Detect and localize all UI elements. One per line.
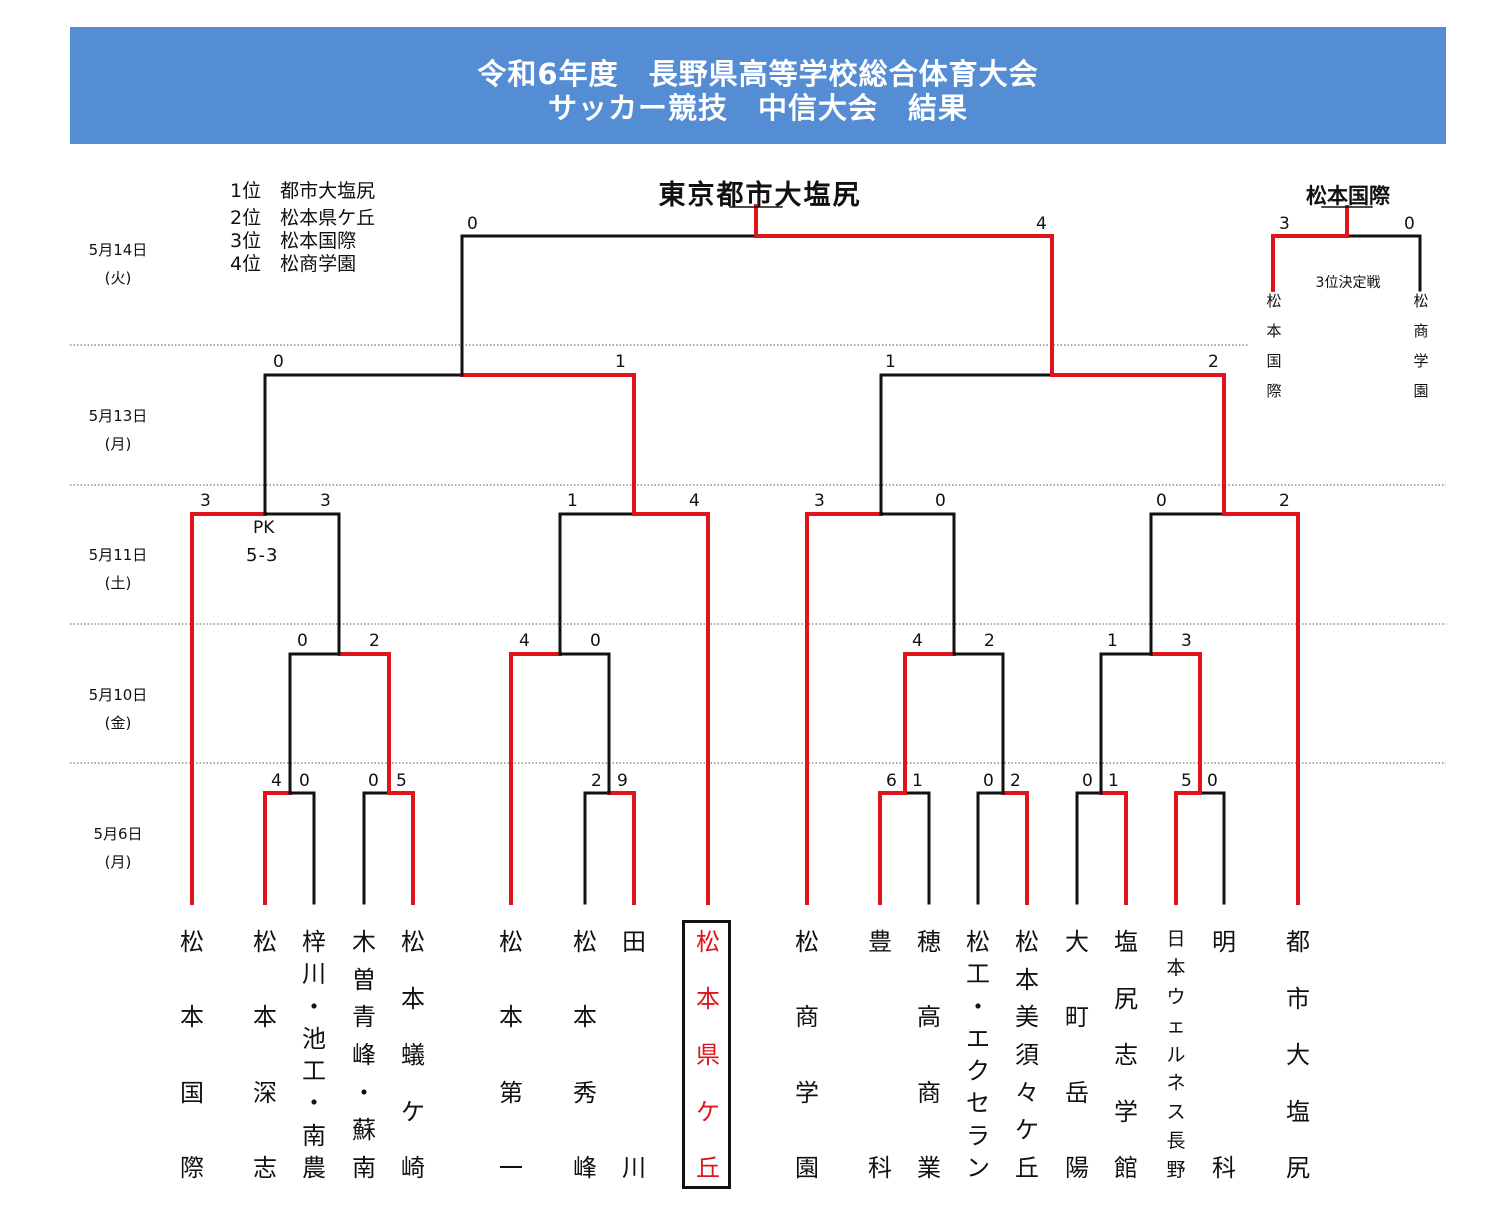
champion-label: 東京都市大塩尻 [658,180,862,211]
vertical-char: 際 [1266,382,1282,400]
score-r1-13: 5 [1181,771,1192,791]
score-r3-8: 3 [1181,631,1192,651]
score-r1-7: 6 [886,771,897,791]
score-r1-12: 1 [1108,771,1119,791]
ranking-3: 3位 松本国際 [230,230,357,252]
vertical-char: 学 [1413,352,1429,370]
date-day-3: 5月11日(土) [88,546,148,592]
vertical-char: 本 [1266,322,1282,340]
score-r1-11: 0 [1082,771,1093,791]
score-r3-4: 0 [590,631,601,651]
score-r3-1: 0 [297,631,308,651]
score-qf-2: 3 [320,491,331,511]
score-qf-5: 3 [814,491,825,511]
score-semi-2: 1 [615,352,626,372]
score-final-left: 0 [467,214,478,234]
score-third-right: 0 [1404,214,1415,234]
vertical-char: 松 [1413,292,1429,310]
score-r1-1: 4 [271,771,282,791]
runner-up-highlight-box [682,920,731,1189]
score-qf-7: 0 [1156,491,1167,511]
ranking-1: 1位 都市大塩尻 [230,180,376,202]
third-place-winner-label: 松本国際 [1306,183,1390,208]
pk-label: PK [253,518,275,538]
score-r1-6: 9 [617,771,628,791]
third-place-title: 3位決定戦 [1315,275,1381,291]
score-r1-4: 5 [396,771,407,791]
score-r3-7: 1 [1107,631,1118,651]
score-semi-3: 1 [885,352,896,372]
score-r1-5: 2 [591,771,602,791]
score-r1-8: 1 [912,771,923,791]
score-r3-5: 4 [912,631,923,651]
pk-score: 5-3 [246,545,279,566]
score-qf-4: 4 [689,491,700,511]
score-r1-2: 0 [299,771,310,791]
score-r1-10: 2 [1010,771,1021,791]
vertical-char: 園 [1413,382,1429,400]
score-qf-1: 3 [200,491,211,511]
date-day-1: 5月6日(月) [93,825,143,871]
score-r1-9: 0 [983,771,994,791]
title-line-2: サッカー競技 中信大会 結果 [547,91,968,125]
date-day-5: 5月14日(火) [88,241,148,287]
vertical-char: 国 [1266,352,1282,370]
score-r3-3: 4 [519,631,530,651]
score-qf-8: 2 [1279,491,1290,511]
ranking-2: 2位 松本県ケ丘 [230,207,376,229]
score-r3-2: 2 [369,631,380,651]
title-banner: 令和6年度 長野県高等学校総合体育大会 サッカー競技 中信大会 結果 [70,27,1446,144]
title-line-1: 令和6年度 長野県高等学校総合体育大会 [477,57,1039,91]
vertical-char: 松 [1266,292,1282,310]
score-semi-1: 0 [273,352,284,372]
score-qf-6: 0 [935,491,946,511]
date-day-4: 5月13日(月) [88,407,148,453]
score-final-right: 4 [1036,214,1047,234]
score-r3-6: 2 [984,631,995,651]
vertical-char: 商 [1413,322,1429,340]
score-r1-3: 0 [368,771,379,791]
score-qf-3: 1 [567,491,578,511]
ranking-4: 4位 松商学園 [230,253,357,275]
score-third-left: 3 [1279,214,1290,234]
date-day-2: 5月10日(金) [88,686,148,732]
score-r1-14: 0 [1207,771,1218,791]
score-semi-4: 2 [1208,352,1219,372]
